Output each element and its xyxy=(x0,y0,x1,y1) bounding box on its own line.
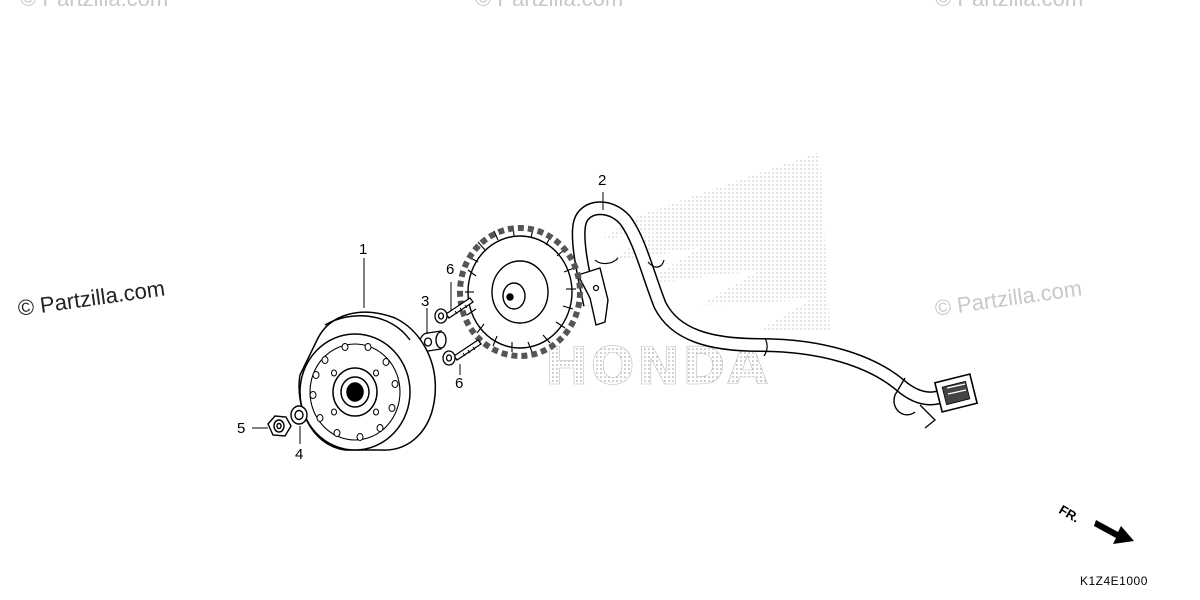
bolt-upper xyxy=(434,297,474,324)
callout-leaders xyxy=(252,192,604,444)
callout-part-6-lower[interactable]: 6 xyxy=(455,375,464,392)
washer xyxy=(290,405,308,425)
watermark-top-right: © Partzilla.com xyxy=(935,0,1083,12)
bolt-lower xyxy=(442,339,482,366)
stator-wire-harness xyxy=(571,201,979,429)
flange-nut xyxy=(267,415,292,437)
front-direction-arrow xyxy=(1094,520,1134,544)
watermark-top-left: © Partzilla.com xyxy=(20,0,168,12)
callout-part-6-upper[interactable]: 6 xyxy=(446,261,455,278)
honda-wing-logo xyxy=(600,152,830,330)
flywheel xyxy=(298,311,437,451)
callout-part-1[interactable]: 1 xyxy=(359,241,368,258)
callout-part-5[interactable]: 5 xyxy=(237,420,246,437)
callout-part-4[interactable]: 4 xyxy=(295,446,304,463)
callout-part-3[interactable]: 3 xyxy=(421,293,430,310)
watermark-top-center: © Partzilla.com xyxy=(475,0,623,12)
diagram-code: K1Z4E1000 xyxy=(1080,574,1148,588)
harness-connector xyxy=(919,373,979,429)
callout-part-2[interactable]: 2 xyxy=(598,172,607,189)
stator xyxy=(457,225,583,359)
